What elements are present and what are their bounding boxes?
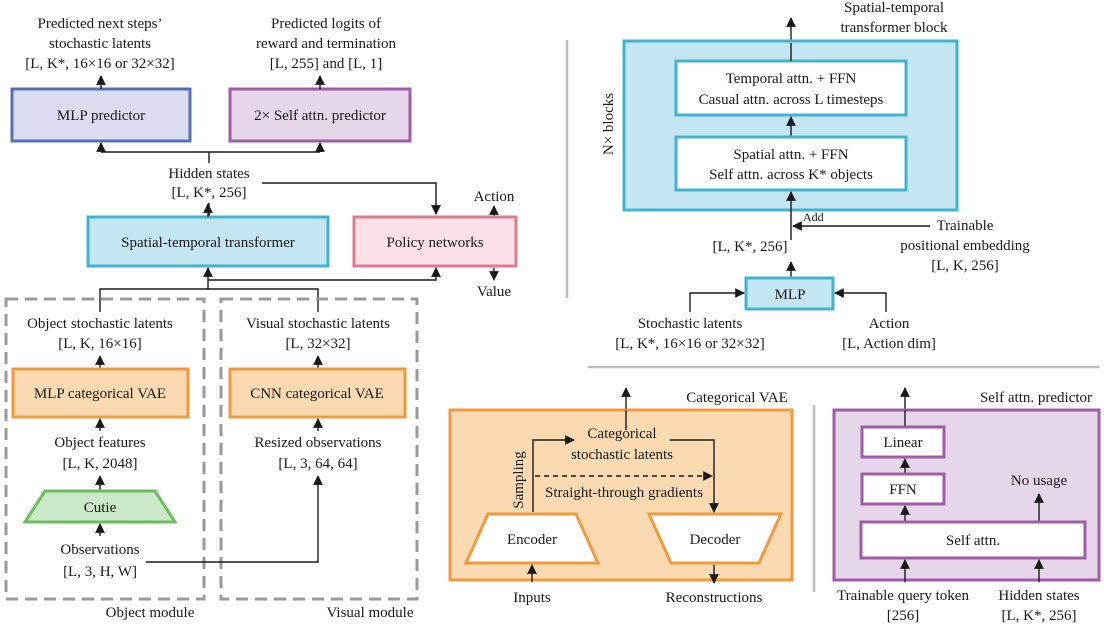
resized-observations-label-1: Resized observations [254,435,381,451]
cutie-trapezoid: Cutie [22,489,178,524]
cnn-vae-label: CNN categorical VAE [250,386,384,402]
object-features-label-1: Object features [54,435,145,451]
temporal-attn-label-1: Temporal attn. + FFN [726,71,857,87]
value-label: Value [477,284,511,300]
self-attn-predictor-label: 2× Self attn. predictor [254,108,386,124]
arrow-observations-to-resized [146,475,323,563]
mlp-vae-label: MLP categorical VAE [34,386,166,402]
vae-panel-title: Categorical VAE [686,390,788,406]
policy-networks-box: Policy networks [352,215,518,268]
arrow-latents-to-mlp [689,288,745,312]
transformer-panel-title-1: Spatial-temporal [844,0,944,16]
sampling-label: Sampling [511,451,527,509]
object-features-label-2: [L, K, 2048] [63,456,138,472]
observations-label-1: Observations [60,542,139,558]
linear-label: Linear [883,435,922,451]
predicted-latents-label-3: [L, K*, 16×16 or 32×32] [25,56,174,72]
self-attn-predictor-box: 2× Self attn. predictor [228,87,412,143]
visual-latents-label-1: Visual stochastic latents [246,316,390,332]
encoder-trapezoid: Encoder [463,512,601,565]
object-latents-label-1: Object stochastic latents [27,316,173,332]
visual-latents-label-2: [L, 32×32] [285,336,350,352]
decoder-label: Decoder [690,532,741,548]
stochastic-latents-label-1: Stochastic latents [638,316,743,332]
add-label: Add [803,210,824,224]
arrow-action-to-mlp [834,288,887,312]
transformer-panel-title-2: transformer block [840,20,948,36]
panel-action-label-2: [L, Action dim] [842,336,936,352]
mlp-box: MLP [744,276,835,311]
panel-action-label-1: Action [869,316,910,332]
hidden-states-label-1: Hidden states [168,166,249,182]
encoder-label: Encoder [507,532,557,548]
action-label: Action [474,189,515,205]
linear-box: Linear [860,425,946,459]
vae-latents-label-2: stochastic latents [571,447,673,463]
query-token-label-1: Trainable query token [837,588,969,604]
vae-latents-label-1: Categorical [587,426,656,442]
predicted-logits-label-1: Predicted logits of [271,16,381,32]
mlp-vae-box: MLP categorical VAE [11,367,190,419]
visual-module-label: Visual module [326,605,413,621]
arrow-hidden-to-policy [262,182,441,215]
self-attn-label: Self attn. [946,533,1000,549]
query-token-label-2: [256] [887,608,920,624]
arrow-to-decoder [670,439,719,513]
hidden-states-label-2: [L, K*, 256] [172,185,247,201]
ffn-box: FFN [860,472,946,506]
predicted-latents-label-1: Predicted next steps’ [38,16,163,32]
trainable-pos-label-1: Trainable [937,218,994,234]
stochastic-latents-label-2: [L, K*, 16×16 or 32×32] [615,336,764,352]
policy-networks-label: Policy networks [386,235,483,251]
panel-hidden-states-label-2: [L, K*, 256] [1002,608,1077,624]
ffn-label: FFN [889,482,917,498]
spatial-attn-box: Spatial attn. + FFN Self attn. across K*… [674,135,908,192]
cnn-vae-box: CNN categorical VAE [228,367,407,419]
cutie-label: Cutie [84,500,117,516]
temporal-attn-label-2: Casual attn. across L timesteps [699,92,884,108]
arrow-into-policy [208,267,441,281]
mlp-label: MLP [775,287,806,303]
trainable-pos-label-2: positional embedding [900,238,1030,254]
self-attn-box: Self attn. [859,520,1087,560]
reconstructions-label: Reconstructions [666,590,763,606]
object-module-label: Object module [106,605,195,621]
resized-observations-label-2: [L, 3, 64, 64] [278,456,357,472]
temporal-attn-box: Temporal attn. + FFN Casual attn. across… [674,59,908,117]
spatial-temporal-transformer-box: Spatial-temporal transformer [86,215,330,268]
decoder-trapezoid: Decoder [646,512,784,565]
object-module-frame [4,297,206,601]
block-dims-label: [L, K*, 256] [713,239,788,255]
predicted-logits-label-2: reward and termination [256,36,396,52]
predicted-logits-label-3: [L, 255] and [L, 1] [270,56,382,72]
no-usage-label: No usage [1011,473,1068,489]
trainable-pos-label-3: [L, K, 256] [931,258,999,274]
visual-module-frame [219,297,419,601]
object-latents-label-2: [L, K, 16×16] [58,336,141,352]
panel-hidden-states-label-1: Hidden states [998,588,1079,604]
mlp-predictor-label: MLP predictor [57,108,145,124]
self-attn-panel-title: Self attn. predictor [980,390,1092,406]
spatial-attn-label-1: Spatial attn. + FFN [733,147,848,163]
spatial-attn-label-2: Self attn. across K* objects [709,167,873,183]
inputs-label: Inputs [513,590,551,606]
spatial-temporal-transformer-label: Spatial-temporal transformer [121,235,295,251]
n-blocks-label: N× blocks [601,93,617,155]
straight-through-label: Straight-through gradients [545,485,703,501]
observations-label-2: [L, 3, H, W] [63,564,137,580]
predicted-latents-label-2: stochastic latents [49,36,151,52]
arrow-sampling [532,435,575,512]
mlp-predictor-box: MLP predictor [10,87,192,143]
